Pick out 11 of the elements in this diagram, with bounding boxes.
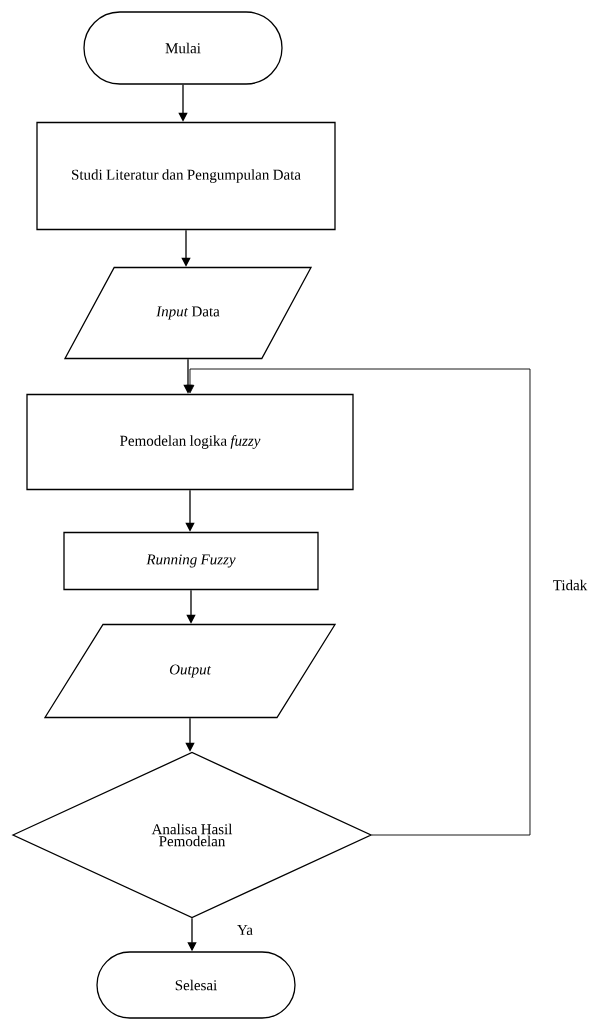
arrow [185,717,195,752]
arrow [186,589,196,624]
edge-label: Tidak [551,578,589,592]
arrow [181,229,191,267]
arrow [185,489,195,532]
process-box: Running Fuzzy [63,531,319,591]
process-box: Studi Literatur dan Pengumpulan Data [36,121,336,231]
process-box: Pemodelan logika fuzzy [26,393,354,491]
edge-label: Ya [236,924,254,936]
arrow [185,368,531,836]
arrow [178,84,188,122]
